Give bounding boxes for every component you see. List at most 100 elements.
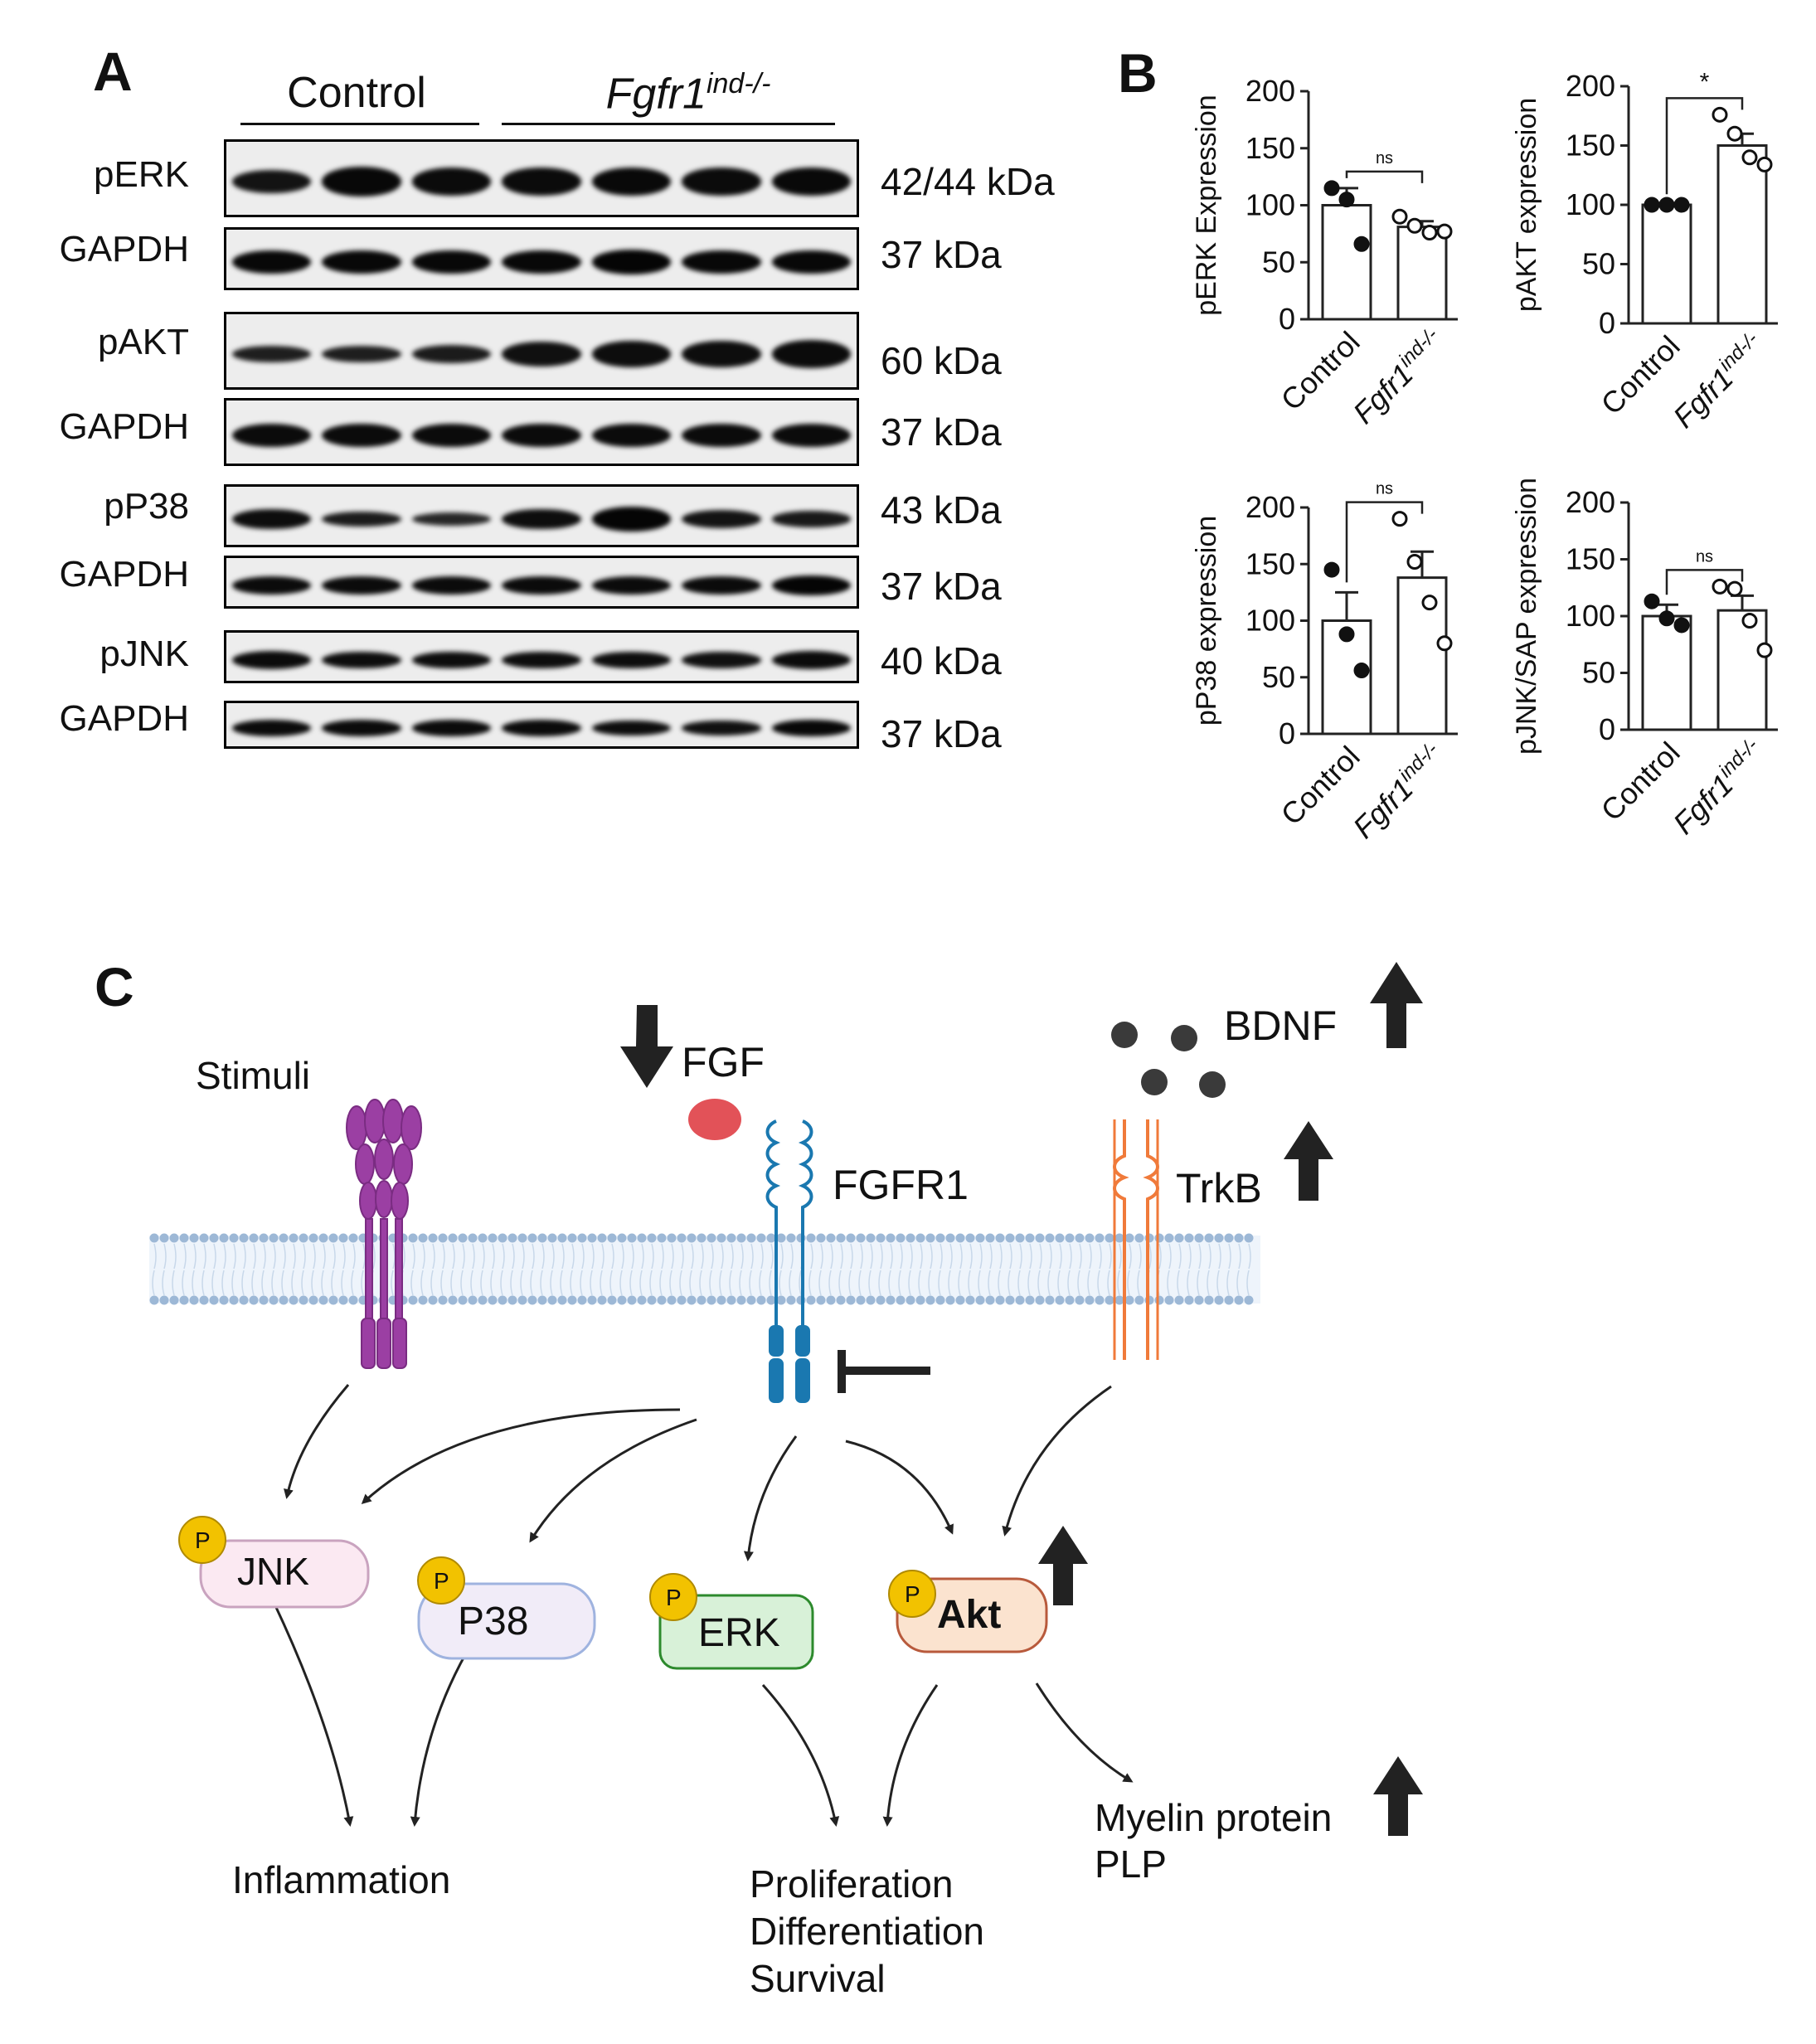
- lipid-head: [1224, 1295, 1234, 1305]
- lipid-head: [1184, 1295, 1194, 1305]
- fgfr1-label: FGFR1: [833, 1162, 969, 1208]
- lipid-head: [866, 1233, 876, 1243]
- blot-band: [682, 168, 761, 196]
- lipid-tail: [182, 1243, 187, 1296]
- lipid-head: [338, 1295, 348, 1305]
- lipid-tail: [1097, 1243, 1102, 1296]
- lipid-tail: [331, 1243, 336, 1296]
- lipid-head: [1174, 1295, 1184, 1305]
- data-point: [1644, 197, 1660, 213]
- y-axis-label: pJNK/SAP expression: [1511, 478, 1542, 755]
- lipid-head: [627, 1233, 637, 1243]
- lipid-head: [995, 1295, 1005, 1305]
- data-point: [1673, 617, 1690, 634]
- blot-band: [502, 423, 581, 448]
- lipid-head: [418, 1233, 428, 1243]
- lipid-head: [806, 1233, 816, 1243]
- lipid-head: [289, 1295, 299, 1305]
- y-tick-label: 150: [1566, 129, 1615, 163]
- blot-band: [411, 168, 492, 196]
- lipid-head: [269, 1295, 279, 1305]
- data-point: [1436, 223, 1453, 240]
- lipid-head: [438, 1295, 448, 1305]
- lipid-tail: [699, 1243, 704, 1296]
- lipid-head: [1194, 1295, 1204, 1305]
- lipid-head: [706, 1295, 716, 1305]
- lipid-head: [159, 1233, 169, 1243]
- lipid-head: [617, 1295, 627, 1305]
- data-point: [1756, 642, 1773, 658]
- lipid-head: [179, 1295, 189, 1305]
- y-tick-label: 0: [1599, 712, 1615, 746]
- blot-kda-6: 40 kDa: [881, 639, 1002, 682]
- lipid-tail: [639, 1243, 644, 1296]
- blot-kda-0: 42/44 kDa: [881, 160, 1055, 203]
- y-tick-label: 0: [1279, 302, 1295, 336]
- lipid-head: [348, 1295, 358, 1305]
- lipid-tail: [888, 1243, 893, 1296]
- lipid-head: [716, 1295, 726, 1305]
- lipid-head: [896, 1295, 906, 1305]
- significance-label: ns: [1696, 547, 1713, 566]
- blot-band: [591, 341, 672, 367]
- lipid-head: [308, 1233, 318, 1243]
- lipid-tail: [420, 1243, 425, 1296]
- lipid-head: [1035, 1295, 1045, 1305]
- lipid-head: [1015, 1233, 1025, 1243]
- lipid-head: [259, 1233, 269, 1243]
- data-point: [1353, 235, 1370, 252]
- lipid-head: [299, 1233, 308, 1243]
- lipid-tail: [321, 1243, 326, 1296]
- lipid-head: [587, 1295, 597, 1305]
- lipid-tail: [221, 1243, 226, 1296]
- y-tick-label: 150: [1245, 546, 1295, 580]
- lipid-head: [219, 1233, 229, 1243]
- fgfr1-receptor-icon: [765, 1119, 813, 1403]
- inhibition-symbol-icon: [838, 1350, 930, 1393]
- lipid-head: [488, 1295, 498, 1305]
- blot-label-3: GAPDH: [59, 406, 189, 447]
- lipid-head: [915, 1233, 925, 1243]
- lipid-tail: [1107, 1243, 1112, 1296]
- data-point: [1673, 197, 1690, 213]
- lipid-head: [667, 1233, 677, 1243]
- lipid-tail: [848, 1243, 853, 1296]
- y-tick-label: 0: [1279, 716, 1295, 750]
- y-tick-label: 200: [1245, 490, 1295, 524]
- lipid-head: [677, 1233, 687, 1243]
- fgf-label: FGF: [682, 1039, 765, 1085]
- lipid-head: [328, 1233, 338, 1243]
- lipid-tail: [510, 1243, 515, 1296]
- stimuli-label: Stimuli: [196, 1054, 311, 1097]
- lipid-head: [1174, 1233, 1184, 1243]
- blot-kda-4: 43 kDa: [881, 488, 1002, 532]
- lipid-tail: [1167, 1243, 1172, 1296]
- lipid-tail: [271, 1243, 276, 1296]
- lipid-tail: [460, 1243, 465, 1296]
- lipid-tail: [291, 1243, 296, 1296]
- lipid-head: [935, 1233, 945, 1243]
- lipid-head: [1025, 1295, 1035, 1305]
- lipid-head: [1075, 1295, 1085, 1305]
- lipid-tail: [202, 1243, 206, 1296]
- blot-label-2: pAKT: [97, 322, 189, 362]
- blot-band: [591, 250, 672, 274]
- lipid-head: [567, 1295, 577, 1305]
- lipid-head: [498, 1233, 507, 1243]
- bar: [1396, 226, 1448, 321]
- lipid-head: [498, 1295, 507, 1305]
- blot-band: [771, 651, 852, 669]
- lipid-head: [886, 1295, 896, 1305]
- lipid-head: [328, 1295, 338, 1305]
- lipid-head: [1045, 1233, 1055, 1243]
- lipid-tail: [938, 1243, 943, 1296]
- lipid-tail: [351, 1243, 356, 1296]
- lipid-head: [687, 1295, 697, 1305]
- lipid-head: [179, 1233, 189, 1243]
- lipid-head: [985, 1233, 995, 1243]
- lipid-tail: [1246, 1243, 1251, 1296]
- lipid-head: [697, 1233, 706, 1243]
- lipid-tail: [1236, 1243, 1241, 1296]
